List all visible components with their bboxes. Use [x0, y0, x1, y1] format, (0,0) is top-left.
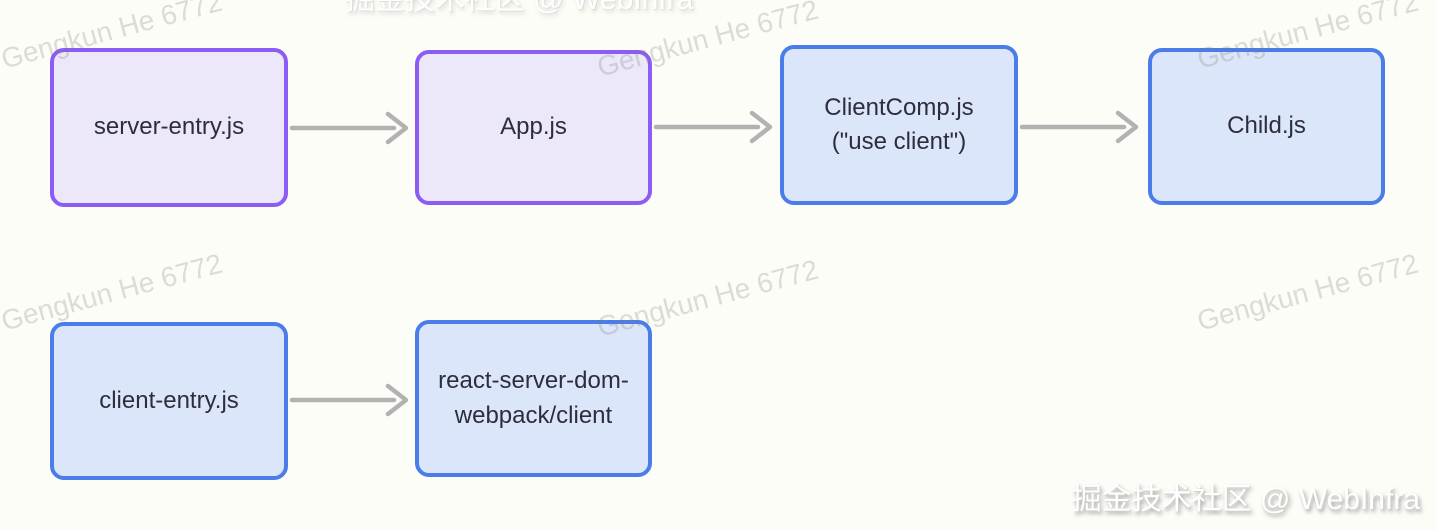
tiled-watermark: Gengkun He 6772 — [1193, 247, 1422, 337]
arrow-right-icon — [1019, 110, 1139, 144]
node-app: App.js — [415, 50, 652, 205]
arrow-right-icon — [289, 111, 409, 145]
node-child: Child.js — [1148, 48, 1385, 205]
arrow-right-icon — [289, 383, 409, 417]
node-clientcomp: ClientComp.js ("use client") — [780, 45, 1018, 205]
node-client-entry: client-entry.js — [50, 322, 288, 480]
node-react-server-dom-webpack-client: react-server-dom- webpack/client — [415, 320, 652, 477]
node-server-entry: server-entry.js — [50, 48, 288, 207]
community-watermark: 掘金技术社区 @ WebInfra — [1071, 483, 1420, 516]
cropped-top-watermark: 掘金技术社区 @ WebInfra — [345, 0, 693, 18]
arrow-right-icon — [653, 110, 773, 144]
